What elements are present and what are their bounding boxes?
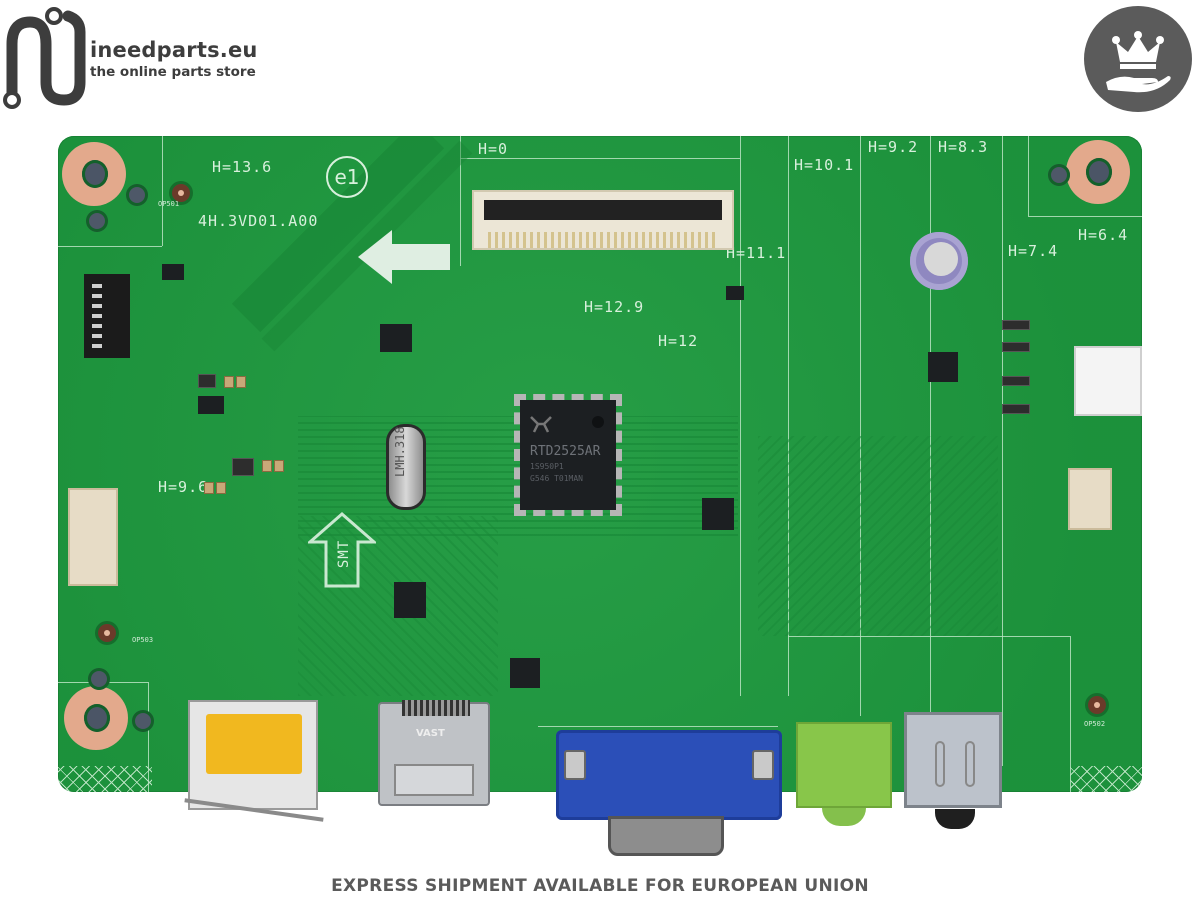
mounting-hole-small <box>86 210 108 232</box>
silkscreen-line <box>860 136 861 716</box>
realtek-logo-icon <box>530 416 552 433</box>
inductor <box>1002 342 1030 352</box>
test-point-label: OP502 <box>1084 720 1106 728</box>
hatch-pattern <box>58 766 152 792</box>
mounting-hole <box>1066 140 1130 204</box>
inductor <box>198 374 216 388</box>
hdmi-opening <box>394 764 474 796</box>
hdmi-brand: VAST <box>416 728 445 739</box>
electrolytic-capacitor <box>910 232 968 290</box>
chip-code: 1S950P1 <box>530 462 564 471</box>
height-mark: H=7.4 <box>1008 242 1059 260</box>
inductor <box>1002 376 1030 386</box>
ic-regulator <box>198 396 224 414</box>
height-mark: H=6.4 <box>1078 226 1129 244</box>
ic-u16 <box>702 498 734 530</box>
vga-connector <box>556 730 782 856</box>
height-mark: H=9.6 <box>158 478 209 496</box>
small-ffc-connector <box>1068 468 1112 530</box>
ic-u15 <box>380 324 412 352</box>
silkscreen-line <box>1028 136 1029 216</box>
height-mark: H=9.2 <box>868 138 919 156</box>
silkscreen-line <box>740 136 741 696</box>
brand-name: ineedparts.eu <box>90 38 258 62</box>
height-mark: H=12 <box>658 332 699 350</box>
silkscreen-line <box>58 246 162 247</box>
silkscreen-line <box>460 158 740 159</box>
test-point-label: OP503 <box>132 636 154 644</box>
smt-label: SMT <box>336 539 353 569</box>
silkscreen-line <box>1028 216 1142 217</box>
silkscreen-line <box>162 136 163 246</box>
capacitor <box>224 376 234 388</box>
chip-date: G546 T01MAN <box>530 474 583 483</box>
hdmi-connector: VAST <box>378 700 490 806</box>
mounting-hole-small <box>88 668 110 690</box>
arrow-up-icon <box>308 512 376 588</box>
capacitor <box>216 482 226 494</box>
test-point <box>1088 696 1106 714</box>
inductor <box>1002 404 1030 414</box>
mounting-hole-small <box>132 710 154 732</box>
shipping-banner: EXPRESS SHIPMENT AVAILABLE FOR EUROPEAN … <box>331 876 869 896</box>
pin1-marker <box>592 416 604 428</box>
main-scaler-chip: RTD2525AR 1S950P1 G546 T01MAN <box>514 394 622 516</box>
height-mark: H=0 <box>478 140 509 158</box>
trace-bundle <box>758 436 998 636</box>
crown-hand-icon <box>1106 31 1171 93</box>
capacitor <box>262 460 272 472</box>
ic-qfn <box>928 352 958 382</box>
e1-logo: e1 <box>326 156 368 198</box>
ic-v1 <box>510 658 540 688</box>
mounting-hole-small <box>1048 164 1070 186</box>
side-connector <box>68 488 118 586</box>
test-point <box>172 184 190 202</box>
silkscreen-line <box>460 136 461 266</box>
white-jst-connector <box>1074 346 1142 416</box>
hatch-pattern <box>1070 766 1142 792</box>
silkscreen-line <box>788 136 789 696</box>
mosfet <box>726 286 744 300</box>
crystal-label: LMH.318 <box>393 426 407 477</box>
part-number: 4H.3VD01.A00 <box>198 212 319 230</box>
height-mark: H=12.9 <box>584 298 645 316</box>
height-mark: H=8.3 <box>938 138 989 156</box>
silkscreen-line <box>1070 636 1071 792</box>
test-point-label: OP501 <box>158 200 180 208</box>
height-mark: H=11.1 <box>726 244 787 262</box>
crystal-oscillator: LMH.318 <box>386 424 426 510</box>
height-mark: H=13.6 <box>212 158 273 176</box>
ic-u4 <box>394 582 426 618</box>
silkscreen-line <box>788 636 1070 637</box>
chip-label: RTD2525AR <box>530 444 601 459</box>
inductor <box>232 458 254 476</box>
lvds-ffc-connector <box>472 190 734 250</box>
capacitor <box>204 482 214 494</box>
mounting-hole <box>64 686 128 750</box>
silkscreen-line <box>1002 136 1003 766</box>
displayport-connector <box>184 700 324 822</box>
pin-header-connector <box>84 274 130 358</box>
silkscreen-line <box>148 682 149 792</box>
mounting-hole-small <box>126 184 148 206</box>
quality-badge <box>1084 6 1192 112</box>
circuit-n-logo-icon <box>3 7 86 109</box>
pcb-board: H=13.6 4H.3VD01.A00 e1 H=0 H=10.1 H=9.2 … <box>58 136 1142 792</box>
height-mark: H=10.1 <box>794 156 855 174</box>
inductor <box>1002 320 1030 330</box>
arrow-left-icon <box>358 230 450 284</box>
brand-logo[interactable]: ineedparts.eu the online parts store <box>2 4 292 110</box>
capacitor <box>236 376 246 388</box>
port-bracket <box>184 798 324 822</box>
capacitor <box>274 460 284 472</box>
mounting-hole <box>62 142 126 206</box>
audio-in-jack <box>904 712 1002 829</box>
test-point <box>98 624 116 642</box>
silkscreen-line <box>538 726 778 727</box>
audio-out-jack <box>796 722 892 826</box>
brand-tagline: the online parts store <box>90 64 256 80</box>
ic-small <box>162 264 184 280</box>
